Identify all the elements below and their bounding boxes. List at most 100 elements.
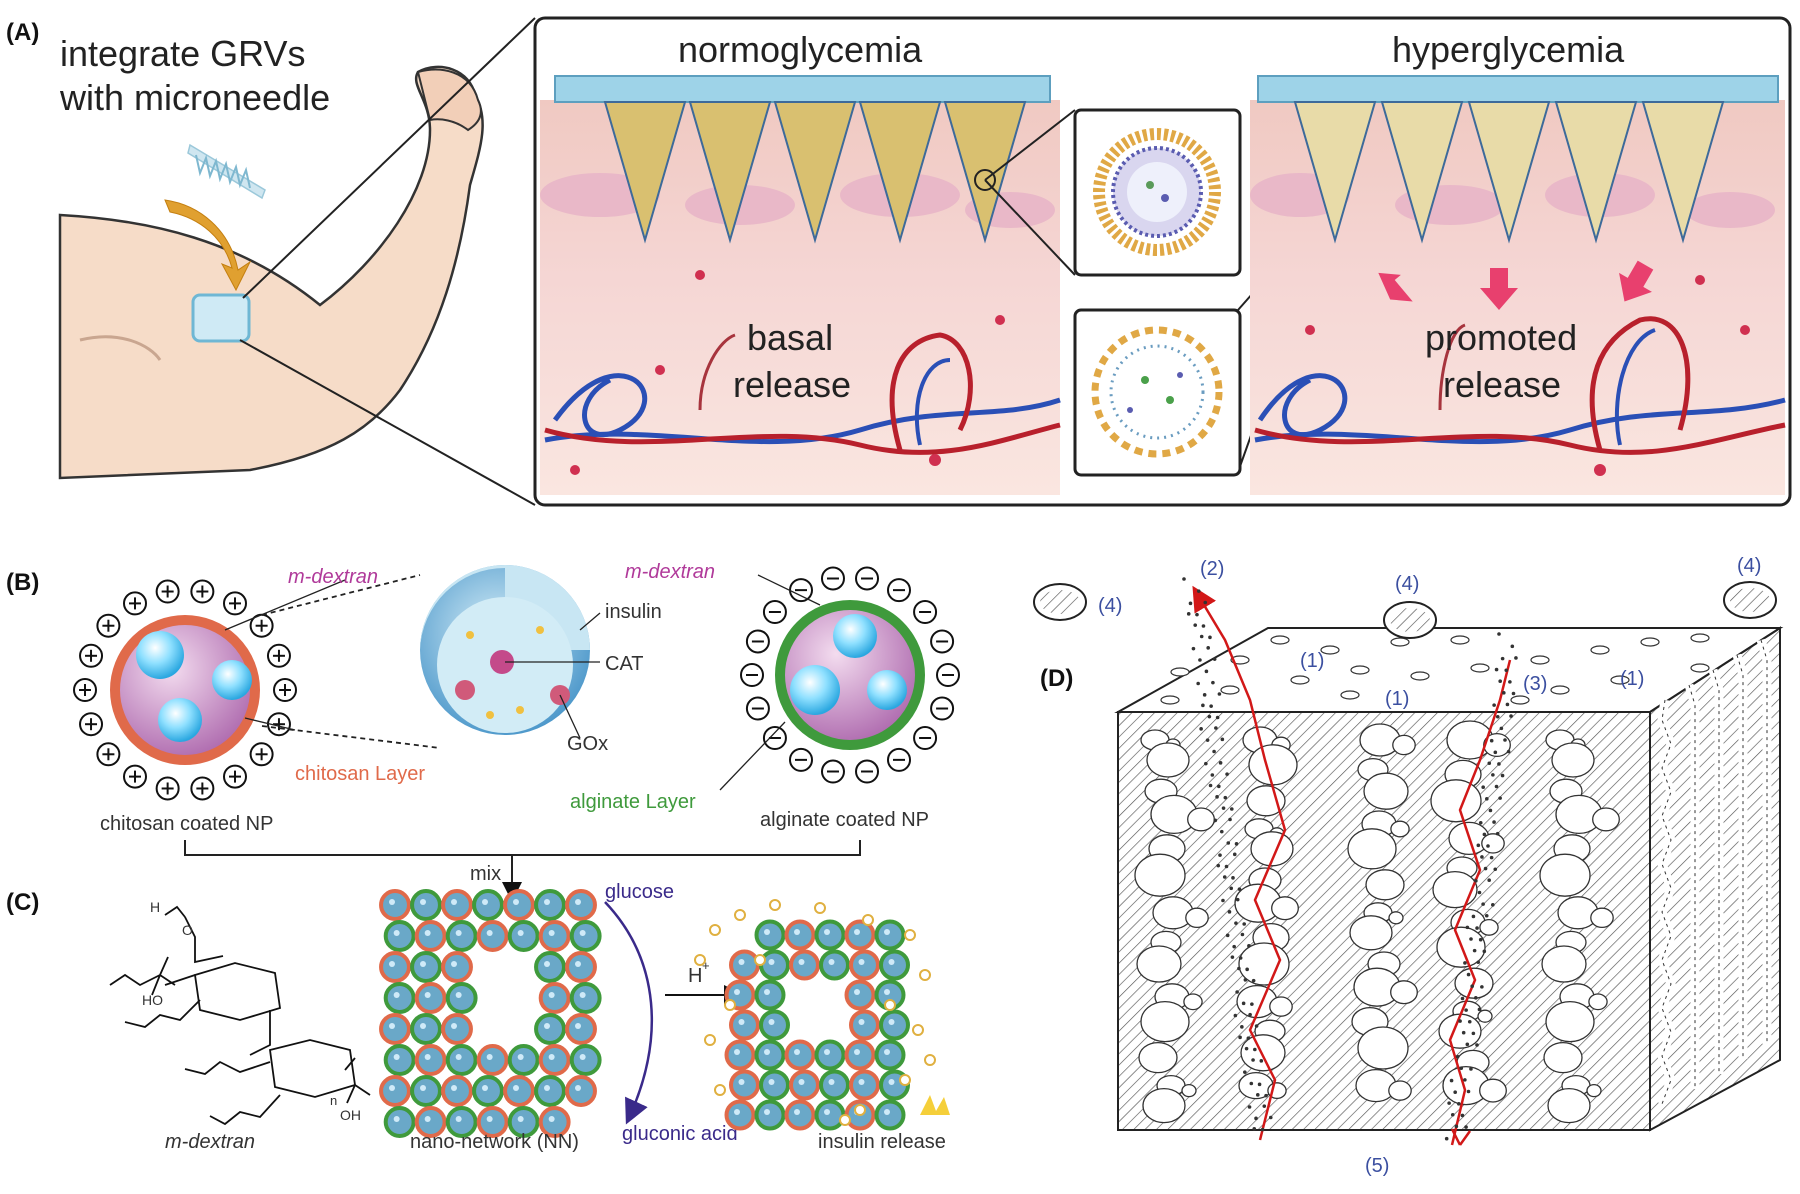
positive-charges bbox=[73, 579, 297, 801]
particle bbox=[1476, 960, 1481, 965]
particle bbox=[1234, 842, 1239, 846]
particle bbox=[1464, 1125, 1468, 1129]
particle bbox=[1203, 600, 1208, 605]
patch-right bbox=[1257, 75, 1779, 103]
particle bbox=[1241, 1001, 1246, 1006]
particle bbox=[1494, 667, 1499, 672]
particle bbox=[1500, 656, 1505, 661]
skin-scene-right: promoted release hyperglycemia bbox=[1250, 29, 1786, 495]
panel-c: (C) H O HO OH n m-dextran glucose glucon… bbox=[6, 881, 950, 1153]
cat-label: CAT bbox=[605, 653, 644, 675]
particle bbox=[1489, 738, 1494, 743]
network-particle bbox=[410, 1075, 442, 1107]
particle bbox=[1268, 1115, 1273, 1120]
pore bbox=[1181, 1083, 1197, 1098]
particle bbox=[1240, 932, 1245, 937]
particle bbox=[1464, 1008, 1468, 1012]
surface-pore bbox=[1340, 690, 1360, 700]
network-particle bbox=[383, 982, 416, 1014]
particle bbox=[1498, 679, 1502, 683]
particle bbox=[1457, 1102, 1461, 1106]
network-particle bbox=[445, 920, 478, 952]
particle bbox=[1463, 1078, 1467, 1082]
particle bbox=[1215, 795, 1219, 799]
particle bbox=[1201, 703, 1205, 708]
particle bbox=[1476, 843, 1481, 848]
particle bbox=[1249, 1081, 1254, 1086]
network-particle bbox=[507, 1106, 540, 1138]
panel-d: (D) (1) (1) (1) (2) (3) (4) (4) bbox=[1033, 555, 1784, 1177]
particle bbox=[1188, 601, 1193, 606]
particle bbox=[1220, 737, 1225, 742]
network-particle bbox=[814, 919, 846, 951]
network-particle bbox=[507, 920, 540, 952]
particle bbox=[1214, 726, 1218, 730]
particle bbox=[1254, 1024, 1259, 1028]
chem-o: O bbox=[182, 922, 193, 938]
pore bbox=[1430, 779, 1482, 823]
pore bbox=[1140, 1000, 1190, 1043]
insulin-dot bbox=[734, 909, 746, 921]
network-particle bbox=[534, 889, 566, 921]
insulin-dot bbox=[899, 1074, 911, 1086]
particle bbox=[1481, 785, 1485, 789]
network-particle bbox=[383, 1044, 416, 1076]
pore bbox=[1479, 918, 1499, 936]
particle bbox=[1216, 863, 1221, 868]
particle bbox=[1500, 773, 1505, 778]
particle bbox=[1204, 669, 1209, 674]
particle bbox=[1450, 1112, 1455, 1117]
mix-bracket bbox=[184, 840, 861, 856]
network-particle bbox=[445, 1044, 478, 1076]
panel-b-letter: (B) bbox=[6, 569, 39, 596]
network-particle bbox=[754, 1099, 786, 1131]
surface-pore bbox=[1390, 637, 1410, 647]
surface-pore bbox=[1640, 637, 1660, 647]
insulin-release-label: insulin release bbox=[818, 1131, 946, 1153]
released-insulin bbox=[694, 899, 936, 1126]
gox-label: GOx bbox=[567, 733, 608, 755]
surface-pore bbox=[1510, 695, 1530, 705]
particle bbox=[1478, 937, 1483, 942]
nano-network bbox=[379, 889, 602, 1138]
particle bbox=[1245, 967, 1249, 972]
pore bbox=[1390, 820, 1410, 838]
particle bbox=[1484, 913, 1489, 918]
pore bbox=[1547, 1087, 1591, 1124]
particle bbox=[1465, 925, 1470, 930]
particle bbox=[1191, 646, 1196, 651]
insulin-dot bbox=[704, 1034, 716, 1046]
pore bbox=[1543, 1041, 1583, 1074]
network-particle bbox=[538, 1044, 571, 1076]
mdextran-right-label: m-dextran bbox=[625, 561, 715, 583]
network-particle bbox=[569, 920, 602, 952]
network-particle bbox=[441, 1013, 473, 1045]
pore bbox=[1588, 993, 1608, 1011]
particle bbox=[1471, 914, 1476, 919]
label-3: (3) bbox=[1523, 673, 1547, 695]
migration-path-3 bbox=[1448, 659, 1512, 1146]
insulin-dot bbox=[814, 902, 826, 914]
particle bbox=[1264, 1093, 1268, 1098]
particle bbox=[1461, 1030, 1466, 1035]
particle bbox=[1509, 714, 1513, 718]
particle bbox=[1195, 612, 1199, 617]
particle bbox=[1487, 878, 1491, 882]
particle bbox=[1491, 773, 1495, 777]
alginate-layer-label: alginate Layer bbox=[570, 791, 696, 813]
hplus-sup: + bbox=[702, 958, 710, 973]
particle bbox=[1193, 623, 1198, 627]
particle bbox=[1212, 749, 1216, 754]
particle bbox=[1238, 1035, 1242, 1040]
promoted-label: promoted bbox=[1425, 317, 1577, 358]
pore bbox=[1248, 744, 1298, 786]
network-particle bbox=[784, 919, 816, 951]
insulin-dot bbox=[912, 1024, 924, 1036]
diffusing-particles bbox=[1182, 577, 1518, 1141]
pore bbox=[1269, 996, 1293, 1017]
needles-right bbox=[1293, 101, 1725, 244]
pore bbox=[1347, 828, 1397, 870]
particle bbox=[1259, 1059, 1264, 1063]
microneedle-icon bbox=[187, 143, 266, 200]
